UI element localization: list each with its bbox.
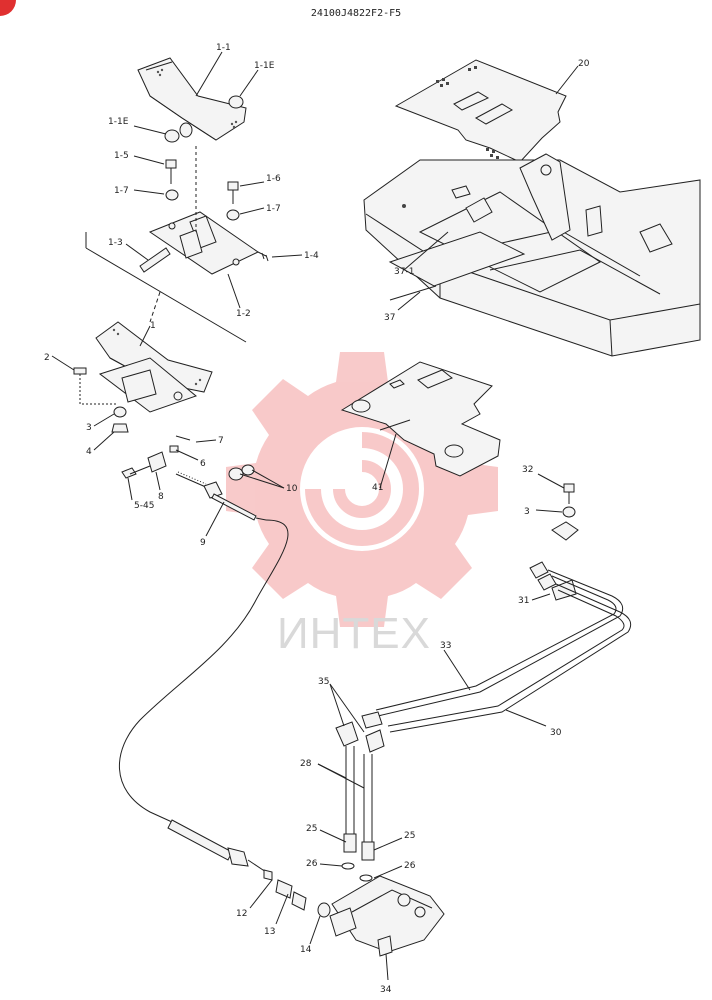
callout-1-7-left: 1-7 [114, 186, 129, 196]
callout-1-1: 1-1 [216, 43, 231, 53]
callout-33: 33 [440, 641, 451, 651]
callout-1-4: 1-4 [304, 251, 319, 261]
callout-1-1e-left: 1-1E [108, 117, 129, 127]
callout-1-7-right: 1-7 [266, 204, 281, 214]
watermark-text: ИНТЕХ [277, 609, 431, 658]
callout-30: 30 [550, 728, 562, 738]
callout-37-1: 37-1 [394, 267, 414, 277]
floor-mat-20 [394, 59, 567, 163]
pedal-assembly-exploded [85, 57, 269, 343]
callout-1: 1 [150, 321, 156, 331]
drawing-code: 24100J4822F2-F5 [311, 8, 401, 19]
callout-25-left: 25 [306, 824, 317, 834]
callout-41: 41 [372, 483, 383, 493]
pedal-assembled [73, 291, 213, 433]
callout-3-right: 3 [524, 507, 530, 517]
callout-3-left: 3 [86, 423, 92, 433]
callout-6: 6 [200, 459, 206, 469]
floor-sheet-37 [388, 231, 526, 287]
leader-lines-linkage [127, 439, 321, 945]
callout-1-3: 1-3 [108, 238, 123, 248]
floor-plate-41 [340, 361, 501, 489]
callout-5-45: 5-45 [134, 501, 154, 511]
callout-26-left: 26 [306, 859, 318, 869]
callout-25-right: 25 [404, 831, 415, 841]
chassis-frame [363, 153, 701, 357]
callout-4: 4 [86, 447, 92, 457]
callout-13: 13 [264, 927, 275, 937]
callout-37: 37 [384, 313, 395, 323]
callout-28: 28 [300, 759, 312, 769]
callout-9: 9 [200, 538, 206, 548]
leader-lines-pedal [125, 51, 303, 309]
callout-20: 20 [578, 59, 590, 69]
callout-14: 14 [300, 945, 312, 955]
callout-7: 7 [218, 436, 224, 446]
callout-26-right: 26 [404, 861, 416, 871]
callout-10: 10 [286, 484, 298, 494]
callout-1-6: 1-6 [266, 174, 281, 184]
callout-8: 8 [158, 492, 164, 502]
callout-1-1e-top: 1-1E [254, 61, 275, 71]
callout-1-5: 1-5 [114, 151, 129, 161]
leader-lines-pedal-assembled [51, 325, 151, 451]
hydraulic-lines [329, 483, 632, 957]
cable-linkage [119, 435, 331, 918]
corner-badge-icon [0, 0, 16, 16]
leader-lines-hydraulic [317, 473, 565, 981]
leader-lines-floor [397, 65, 579, 311]
callout-34: 34 [380, 985, 392, 995]
callout-labels: 1-1 1-1E 1-1E 1-5 1-7 1-6 1-7 1-3 1-4 1-… [44, 43, 590, 995]
callout-35: 35 [318, 677, 329, 687]
callout-1-2: 1-2 [236, 309, 251, 319]
callout-31: 31 [518, 596, 529, 606]
callout-32: 32 [522, 465, 533, 475]
callout-12: 12 [236, 909, 247, 919]
callout-2: 2 [44, 353, 50, 363]
